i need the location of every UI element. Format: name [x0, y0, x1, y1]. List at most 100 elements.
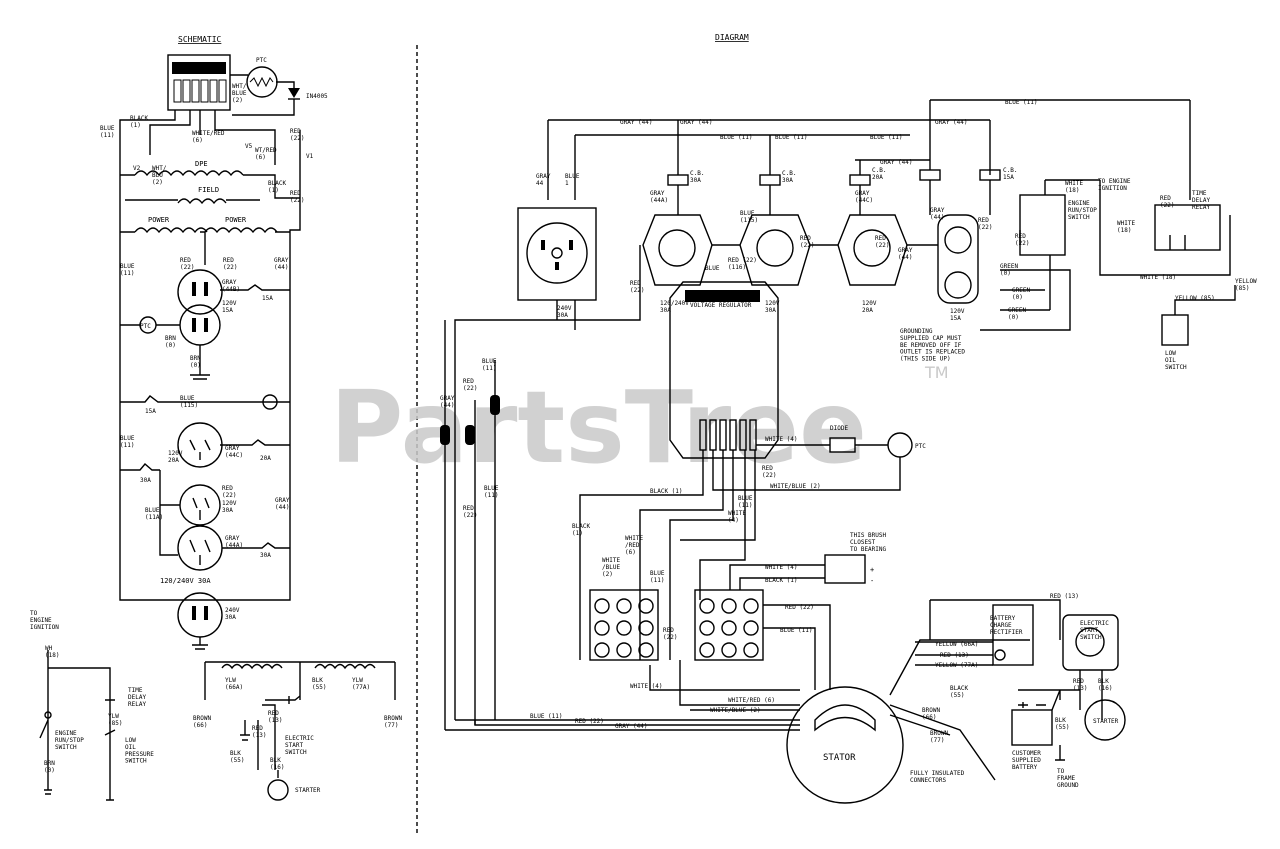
dg-lbl-red-22-r4: RED(22): [978, 217, 992, 231]
dg-lbl-red-22-v2: RED(22): [463, 505, 477, 519]
dg-lbl-yellow-66a: YELLOW (66A): [935, 641, 978, 648]
diagram-receptacle-120-240v: [642, 214, 713, 286]
sch-lbl-ptc2: PTC: [140, 323, 151, 330]
ign-lbl-starter: STARTER: [295, 787, 321, 794]
dg-lbl-red-22-r2: RED(22): [800, 235, 814, 249]
dg-lbl-red-13-top: RED (13): [1050, 593, 1079, 600]
sch-lbl-dpe: DPE: [195, 160, 208, 168]
sch-lbl-30a: 30A: [140, 477, 151, 484]
sch-lbl-red-22c: RED(22): [180, 257, 194, 271]
dg-lbl-white-4-st: WHITE (4): [630, 683, 663, 690]
diagram-title: DIAGRAM: [715, 33, 749, 42]
dg-lbl-red-22-bot: RED (22): [575, 718, 604, 725]
ign-lbl-red-13: RED(13): [268, 710, 282, 724]
schematic-receptacle-120v-20a: [177, 422, 223, 468]
dg-lbl-blue-11-mid: BLUE: [705, 265, 720, 272]
diagram-receptacle-120v-30a: [739, 214, 811, 286]
watermark-tm: TM: [924, 363, 949, 382]
ign-lbl-blk-16: BLK(16): [270, 757, 284, 771]
dg-lbl-brown-77: BROWN(77): [930, 730, 948, 744]
dg-lbl-red-13b: RED(13): [1073, 678, 1087, 692]
sch-lbl-field: FIELD: [198, 186, 219, 194]
dg-lbl-red-22-r1: RED(22): [630, 280, 644, 294]
dg-lbl-blue-11-bot: BLUE (11): [530, 713, 563, 720]
dg-lbl-yellow-85b: YELLOW (85): [1175, 295, 1215, 302]
sch-lbl-red-22e: RED(22): [222, 485, 236, 499]
dg-lbl-yellow-77a: YELLOW (77A): [935, 662, 978, 669]
ign-lbl-ylw-85: YLW(85): [108, 713, 122, 727]
dg-lbl-green-0c: GREEN(0): [1008, 307, 1026, 321]
dg-lbl-blue-11-reg: BLUE(11): [738, 495, 753, 509]
diagram-receptacle-120v-15a: [937, 214, 979, 304]
dg-lbl-red-22-r6: RED(22): [1160, 195, 1174, 209]
sch-lbl-black-1: BLACK(1): [130, 115, 148, 129]
dg-lbl-red-13: RED (13): [940, 652, 969, 659]
diagram-voltage-regulator: [669, 281, 779, 459]
dg-lbl-gray-44-bot: GRAY (44): [615, 723, 648, 730]
schematic-dpe-coil: [134, 170, 244, 177]
dg-lbl-black-1-v: BLACK(1): [572, 523, 590, 537]
diagram-starter: [1084, 699, 1126, 741]
sch-lbl-blue-11a2: BLUE(11A): [145, 507, 163, 521]
dg-lbl-white-4-br: WHITE (4): [765, 564, 798, 571]
schematic-regulator-label-block: [172, 62, 226, 74]
dg-lbl-cb-15a: C.B.15A: [1003, 167, 1017, 181]
dg-lbl-white-18c: WHITE (18): [1140, 274, 1176, 281]
diagram-cb-15a-a: [919, 169, 941, 181]
schematic-diode: [288, 88, 300, 98]
dg-lbl-white-red-6: WHITE/RED (6): [728, 697, 775, 704]
diagram-cb-20a: [849, 174, 871, 186]
ign-lbl-brn-0: BRN(0): [44, 760, 55, 774]
diagram-connector-block-2: [694, 589, 764, 661]
sch-lbl-wt-red-6: WT/RED(6): [255, 147, 277, 161]
dg-lbl-white-4-reg: WHITE(4): [728, 510, 746, 524]
sch-lbl-30a-b: 30A: [260, 552, 271, 559]
diagram-receptacle-240v-box: [517, 207, 597, 301]
watermark-text: PartsTree: [330, 369, 867, 486]
ign-lbl-wh-18: WH(18): [45, 645, 59, 659]
diagram-engine-run-stop-switch: [1019, 194, 1066, 256]
sch-lbl-gray-44c: GRAY(44C): [225, 445, 243, 459]
diagram-connector-block-1: [589, 589, 659, 661]
sch-lbl-gray-44a2: GRAY(44A): [225, 535, 243, 549]
sch-lbl-v1: V1: [306, 153, 314, 160]
dg-lbl-gray-44c: GRAY(44C): [855, 190, 873, 204]
diagram-cb-30a-1: [667, 174, 689, 186]
ign-lbl-red-13b: RED(13): [252, 725, 266, 739]
dg-lbl-blue-11-v: BLUE(11): [482, 358, 497, 372]
diagram-diode: [829, 437, 856, 453]
diagram-customer-battery: [1011, 709, 1053, 746]
sch-lbl-gray-44b: GRAY(44B): [222, 279, 240, 293]
dg-lbl-red-22-reg: RED(22): [762, 465, 776, 479]
dg-lbl-blk-16: BLK(16): [1098, 678, 1112, 692]
ign-lbl-blk-55: BLK(55): [312, 677, 326, 691]
dg-lbl-gray-44-v3: GRAY(44): [440, 395, 455, 409]
dg-lbl-red-22-st: RED (22): [785, 604, 814, 611]
dg-lbl-white-blue-2b: WHITE/BLUE (2): [710, 707, 761, 714]
diagram-ptc: [887, 432, 913, 458]
dg-lbl-diode: DIODE: [830, 425, 848, 432]
dg-lbl-gray-44-v2: GRAY(44): [898, 247, 913, 261]
dg-lbl-green-0a: GREEN(0): [1000, 263, 1018, 277]
schematic-power-coil-1: [134, 227, 208, 234]
ign-coil-1: [221, 663, 283, 670]
dg-lbl-gray-44a: GRAY(44A): [650, 190, 668, 204]
dg-lbl-blue-11-a: BLUE (11): [720, 134, 753, 141]
sch-lbl-red-22d: RED(22): [223, 257, 237, 271]
schematic-power-coil-2: [204, 227, 278, 234]
dg-lbl-red-22-r5: RED(22): [1015, 233, 1029, 247]
sch-lbl-wht-blu-2: WHT/BLU(2): [152, 165, 167, 186]
dg-lbl-red-22-v3: RED(22): [663, 627, 677, 641]
